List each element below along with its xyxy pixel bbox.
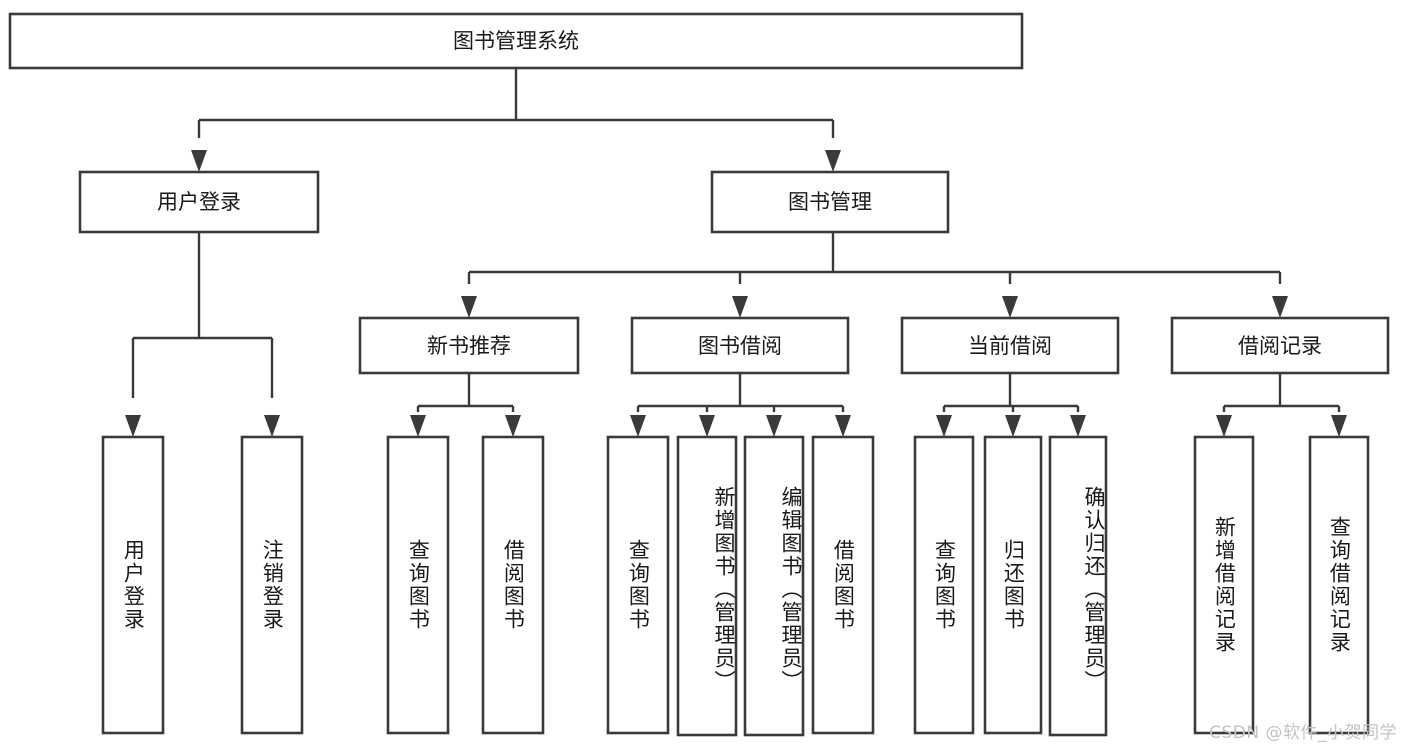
arrowhead-borrow-record bbox=[1272, 296, 1288, 318]
connector-group-root bbox=[191, 68, 841, 172]
node-leaf-confirm-return-admin-box[interactable] bbox=[1048, 435, 1108, 737]
arrowhead-leaf-borrow-book bbox=[835, 415, 851, 437]
arrowhead-leaf-logout-login bbox=[264, 415, 280, 437]
arrowhead-leaf-add-book-admin bbox=[699, 415, 715, 437]
node-leaf-edit-book-admin-box[interactable] bbox=[743, 435, 805, 737]
arrowhead-leaf-query-book-borrow bbox=[630, 415, 646, 437]
arrowhead-leaf-query-book-current bbox=[936, 415, 952, 437]
node-book-manage-box[interactable] bbox=[710, 170, 950, 234]
arrowhead-leaf-query-borrow-record bbox=[1331, 415, 1347, 437]
arrowhead-leaf-user-login bbox=[125, 415, 141, 437]
node-leaf-query-book-recommend-box[interactable] bbox=[386, 435, 450, 735]
node-new-book-recommend[interactable]: 新书推荐 bbox=[358, 316, 580, 375]
arrowhead-leaf-return-book bbox=[1005, 415, 1021, 437]
node-leaf-borrow-book-box[interactable] bbox=[811, 435, 875, 735]
connector-group-current-borrow bbox=[936, 373, 1086, 437]
arrowhead-leaf-borrow-book-recommend bbox=[505, 415, 521, 437]
arrowhead-leaf-edit-book-admin bbox=[766, 415, 782, 437]
node-current-borrow-label: 当前借阅 bbox=[968, 334, 1052, 358]
node-leaf-logout-login-box[interactable] bbox=[240, 435, 304, 735]
watermark-label: CSDN @软件_小贺同学 bbox=[1209, 723, 1397, 743]
connector-group-book-borrow bbox=[630, 373, 851, 437]
node-root[interactable]: 图书管理系统 bbox=[8, 12, 1024, 70]
node-borrow-record-label: 借阅记录 bbox=[1238, 334, 1322, 358]
connector-group-user-login bbox=[125, 232, 280, 437]
node-current-borrow[interactable]: 当前借阅 bbox=[900, 316, 1120, 375]
arrowhead-current-borrow bbox=[1002, 296, 1018, 318]
node-leaf-query-book-borrow-box[interactable] bbox=[606, 435, 670, 735]
node-root-label: 图书管理系统 bbox=[453, 29, 579, 53]
node-leaf-add-book-admin-box[interactable] bbox=[676, 435, 738, 737]
node-current-borrow-box[interactable] bbox=[900, 316, 1120, 375]
arrowhead-book-manage bbox=[825, 150, 841, 172]
node-book-borrow-label: 图书借阅 bbox=[698, 334, 782, 358]
connector-group-new-book-recommend bbox=[410, 373, 521, 437]
arrowhead-leaf-confirm-return-admin bbox=[1070, 415, 1086, 437]
arrowhead-leaf-add-borrow-record bbox=[1216, 415, 1232, 437]
node-leaf-query-book-current-box[interactable] bbox=[913, 435, 975, 735]
node-book-borrow-box[interactable] bbox=[630, 316, 850, 375]
arrowhead-book-borrow bbox=[732, 296, 748, 318]
node-leaf-borrow-book-recommend-box[interactable] bbox=[481, 435, 545, 735]
node-user-login-label: 用户登录 bbox=[157, 190, 241, 214]
node-new-book-recommend-box[interactable] bbox=[358, 316, 580, 375]
node-user-login-box[interactable] bbox=[78, 170, 320, 234]
node-leaf-add-borrow-record-box[interactable] bbox=[1193, 435, 1255, 735]
node-user-login[interactable]: 用户登录 bbox=[78, 170, 320, 234]
node-leaf-query-borrow-record-box[interactable] bbox=[1308, 435, 1370, 735]
node-book-manage-label: 图书管理 bbox=[788, 190, 872, 214]
connector-group-borrow-record bbox=[1216, 373, 1347, 437]
node-borrow-record-box[interactable] bbox=[1170, 316, 1390, 375]
node-book-manage[interactable]: 图书管理 bbox=[710, 170, 950, 234]
connector-group-book-manage bbox=[461, 232, 1288, 318]
node-new-book-recommend-label: 新书推荐 bbox=[427, 334, 511, 358]
node-borrow-record[interactable]: 借阅记录 bbox=[1170, 316, 1390, 375]
arrowhead-new-book-recommend bbox=[461, 296, 477, 318]
node-leaf-user-login-box[interactable] bbox=[101, 435, 165, 735]
arrowhead-leaf-query-book-recommend bbox=[410, 415, 426, 437]
arrowhead-user-login bbox=[191, 150, 207, 172]
node-leaf-return-book-box[interactable] bbox=[983, 435, 1043, 735]
node-root-box[interactable] bbox=[8, 12, 1024, 70]
node-book-borrow[interactable]: 图书借阅 bbox=[630, 316, 850, 375]
